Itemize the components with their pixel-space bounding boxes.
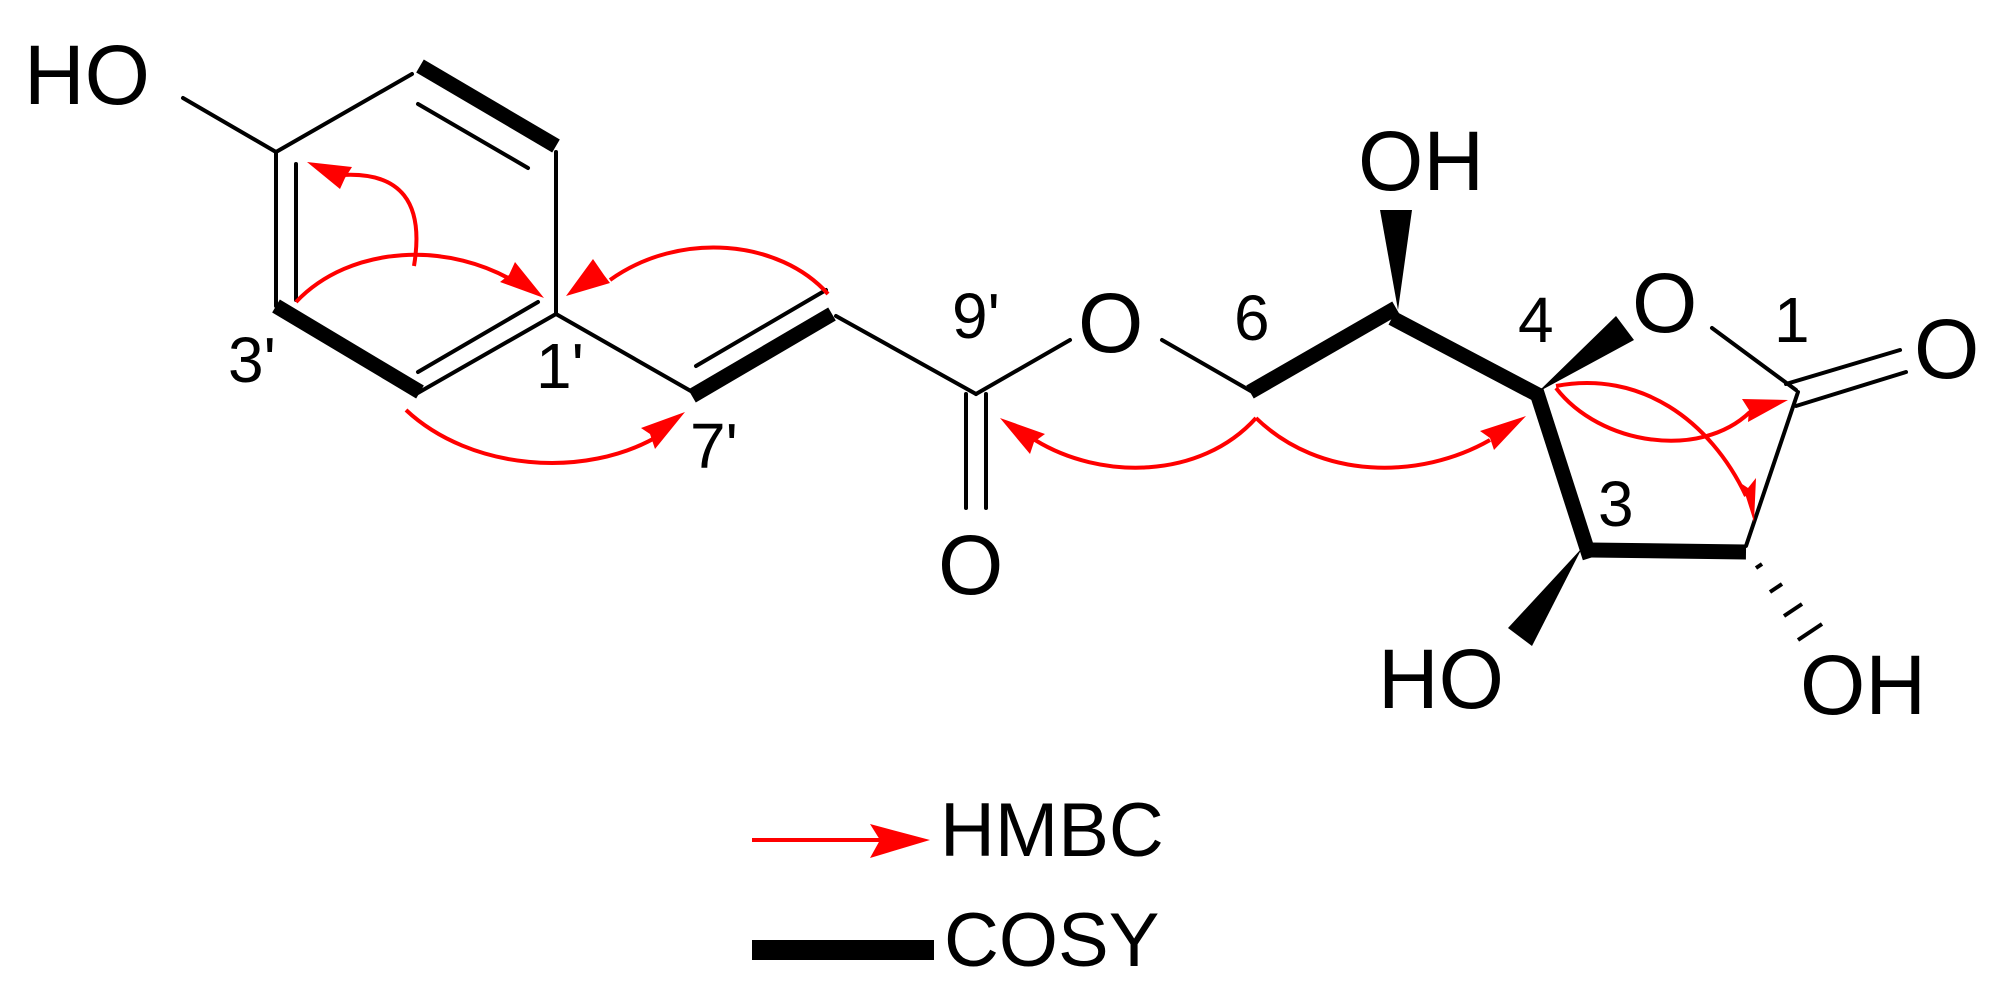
hmbc-arrowhead-c [566,259,610,296]
bond-c5p-c6p-inner [416,102,530,170]
legend-hmbc-arrowhead [870,824,930,858]
hmbc-arrow-c [608,245,830,296]
bond-c8p-c9p [834,314,978,396]
number-1: 1 [1774,284,1810,356]
hash-c2-oh [1754,562,1824,642]
hmbc-arrowhead-f [1480,416,1526,450]
atom-ho-c3: HO [1378,632,1504,726]
atom-oh-c2: OH [1800,638,1926,732]
legend-cosy-swatch [752,940,934,960]
cosy-c3-c2 [1589,542,1747,560]
legend-hmbc-label: HMBC [940,788,1164,873]
cosy-c4-c3 [1528,387,1598,561]
atom-o-ester: O [1078,276,1143,370]
number-1-prime: 1' [536,330,584,402]
atom-o-ring: O [1632,256,1697,350]
number-4: 4 [1518,284,1554,356]
hmbc-arrowhead-b [500,262,544,298]
cosy-c3p-c2p [272,299,424,399]
position-numbers: 1 3 4 6 1' 3' 7' 9' [228,280,1810,540]
hmbc-arrow-b [294,252,522,304]
wedge-c5-oh [1380,210,1412,310]
hmbc-arrow-h [1555,381,1748,497]
cosy-c5-c4 [1388,311,1544,403]
wedge-c3-oh [1508,548,1582,646]
bond-c4p-c5p [274,72,414,154]
cosy-bonds [272,59,1747,561]
single-bonds [181,72,1908,548]
hmbc-arrow-d [404,408,662,465]
number-9-prime: 9' [952,280,1000,352]
legend: HMBC COSY [752,788,1164,983]
hmbc-arrowhead-a [307,162,352,189]
bond-c9p-o [974,338,1072,396]
bond-c1p-c2p [414,312,558,396]
atom-o-lactone: O [1914,302,1979,396]
hmbc-arrow-g [1554,386,1752,443]
atom-oh-c5: OH [1358,114,1484,208]
bond-c1-o-b [1794,370,1908,408]
atom-labels: HO O O OH O O HO OH [24,28,1979,732]
hmbc-arrowhead-d [641,412,685,449]
hmbc-arrow-a [341,172,419,267]
bond-c1-c2 [1744,390,1800,548]
bond-c7p-c8p-inner [694,288,828,368]
hmbc-arrows [294,162,1788,522]
wedge-c4-o [1538,316,1634,392]
atom-o-carbonyl-ester: O [938,518,1003,612]
cosy-c6-c5 [1246,301,1400,399]
legend-cosy-label: COSY [944,898,1159,983]
bond-c1p-c7p [554,312,698,396]
number-3: 3 [1598,468,1634,540]
stereo-bonds [1380,210,1824,646]
hmbc-arrowhead-g [1742,399,1788,422]
cosy-c7p-c8p [688,307,836,403]
bond-o-c6 [1160,338,1258,396]
hmbc-arrowhead-h [1742,478,1756,522]
number-7-prime: 7' [690,410,738,482]
bond-c1-o-a [1784,348,1902,386]
hmbc-arrowhead-e [1000,418,1045,454]
cosy-c5p-c6p [416,59,560,153]
hmbc-arrow-f [1254,416,1491,470]
bond-oh-c4p [181,96,278,154]
hmbc-arrow-e [1033,416,1258,470]
bond-o1-c1 [1710,326,1798,392]
number-6: 6 [1234,282,1270,354]
number-3-prime: 3' [228,324,276,396]
atom-ho-phenol: HO [24,28,150,122]
bond-c1p-c2p-inner [416,300,540,374]
